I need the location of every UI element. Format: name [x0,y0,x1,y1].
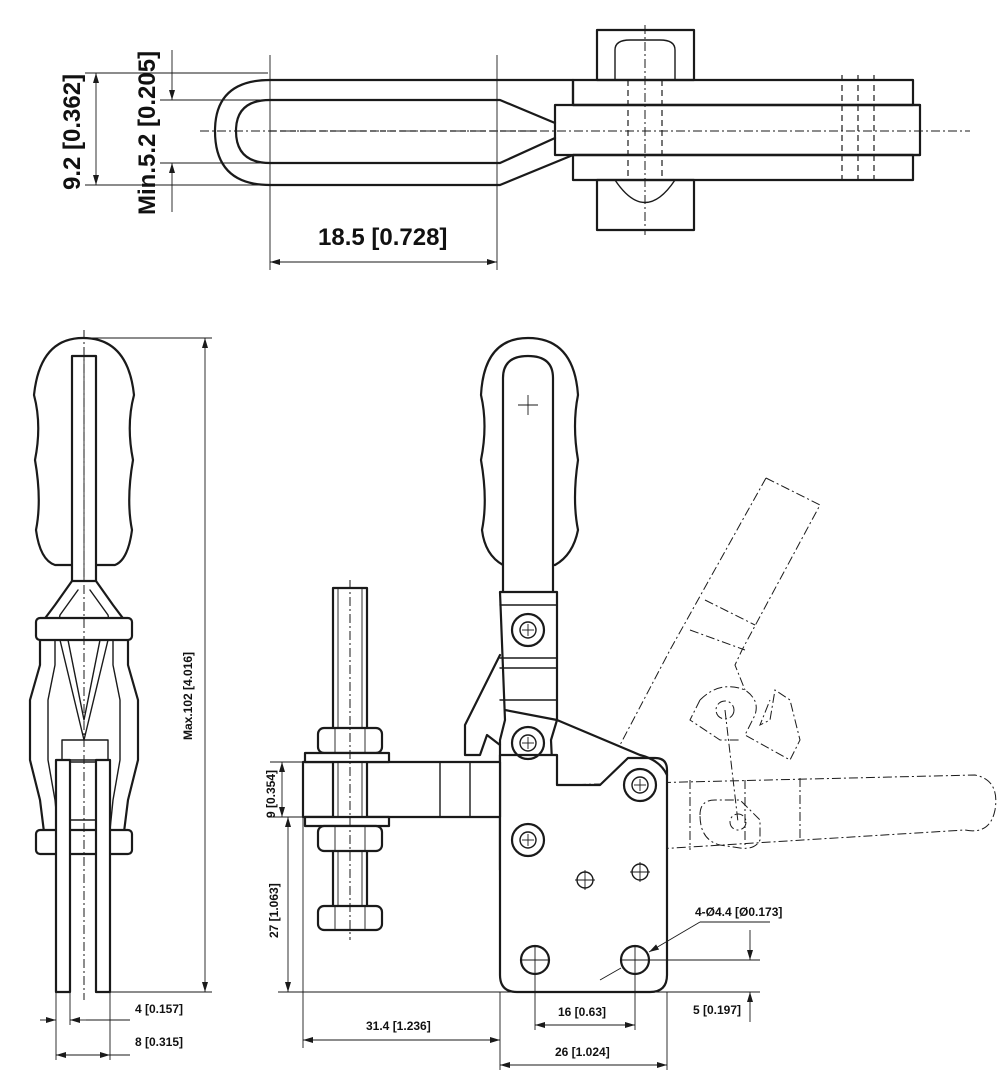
dim-hole-edge: 5 [0.197] [693,1003,741,1017]
dim-bar-thickness: 4 [0.157] [135,1002,183,1016]
dim-arm-thickness: 9 [0.354] [264,770,278,818]
dim-spindle-reach: 31.4 [1.236] [366,1019,431,1033]
dim-width-total: 9.2 [0.362] [59,74,86,190]
side-view: Max.102 [4.016] 4 [0.157] 8 [0.315] [28,330,212,1060]
dim-hole-spacing: 16 [0.63] [558,1005,606,1019]
dim-overall-thickness: 8 [0.315] [135,1035,183,1049]
dim-base-width: 26 [1.024] [555,1045,610,1059]
dim-spindle-height: 27 [1.063] [267,883,281,938]
dim-slot-length: 18.5 [0.728] [318,224,447,251]
dim-hole-callout: 4-Ø4.4 [Ø0.173] [695,905,782,919]
top-view: 9.2 [0.362] Min.5.2 [0.205] 18.5 [0.728] [59,25,970,270]
front-view: 9 [0.354] 27 [1.063] 31.4 [1.236] 16 [0.… [264,336,997,1070]
dim-max-height: Max.102 [4.016] [181,652,195,740]
dim-slot-min: Min.5.2 [0.205] [134,51,161,215]
